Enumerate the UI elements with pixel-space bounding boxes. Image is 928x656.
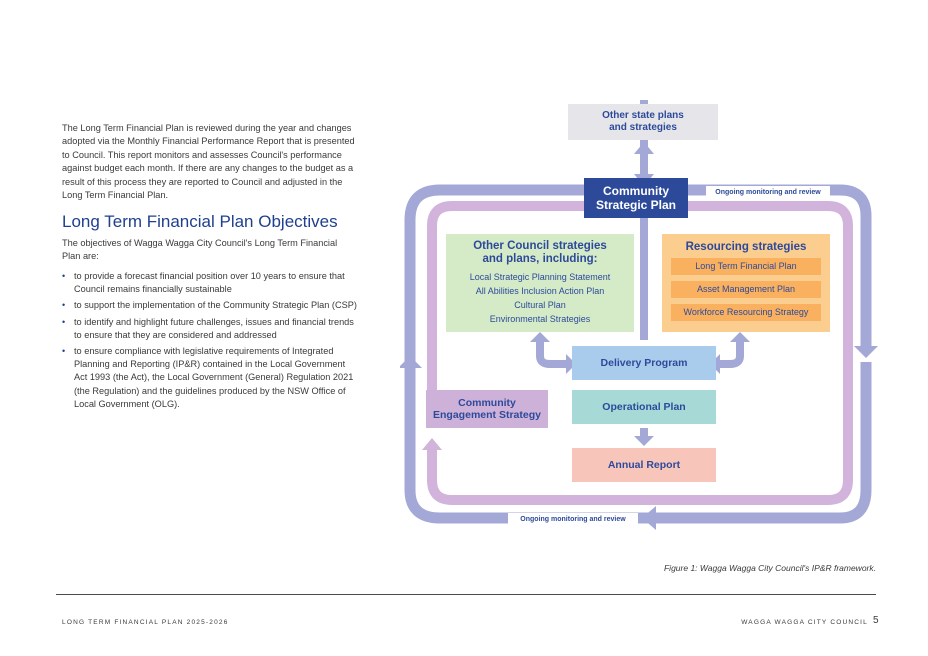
- left-curve-head-up: [530, 332, 550, 342]
- right-curve-head-up: [730, 332, 750, 342]
- left-curve-arrow: [536, 338, 568, 368]
- bullet-icon: •: [62, 346, 66, 357]
- inner-loop-right: [427, 201, 853, 505]
- section-heading: Long Term Financial Plan Objectives: [62, 212, 338, 231]
- figure-caption: Figure 1: Wagga Wagga City Council's IP&…: [663, 563, 876, 573]
- inner-loop-top: [427, 201, 588, 390]
- outer-loop-right-top: [688, 184, 872, 346]
- resourcing-item: Workforce Resourcing Strategy: [671, 304, 821, 321]
- csp-box: Community Strategic Plan: [584, 178, 688, 218]
- delivery-program-box: Delivery Program: [572, 346, 716, 380]
- outer-arrowhead-left: [642, 506, 656, 530]
- state-plans-box: Other state plans and strategies: [568, 104, 718, 140]
- annual-report-box: Annual Report: [572, 448, 716, 482]
- framework-arrows: [400, 100, 878, 530]
- monitoring-label-top: Ongoing monitoring and review: [706, 186, 830, 198]
- list-item: •to support the implementation of the Co…: [62, 299, 357, 312]
- bullet-icon: •: [62, 316, 66, 327]
- engagement-strategy-box: Community Engagement Strategy: [426, 390, 548, 428]
- outer-loop-arrow: [404, 184, 872, 524]
- bullet-icon: •: [62, 300, 66, 311]
- outer-arrowhead-up: [400, 356, 422, 368]
- other-council-box: Other Council strategies and plans, incl…: [446, 234, 634, 332]
- ipr-framework-diagram: Other state plans and strategies Communi…: [400, 100, 880, 530]
- page-number: 5: [873, 615, 879, 626]
- annual-arrow-down: [634, 436, 654, 446]
- resourcing-item: Long Term Financial Plan: [671, 258, 821, 275]
- monitoring-label-bottom: Ongoing monitoring and review: [508, 513, 638, 525]
- objectives-list: •to provide a forecast financial positio…: [62, 270, 357, 414]
- left-curve-head-right: [566, 354, 576, 374]
- objectives-intro: The objectives of Wagga Wagga City Counc…: [62, 238, 338, 262]
- bullet-icon: •: [62, 271, 66, 281]
- outer-arrowhead-down: [854, 346, 878, 358]
- footer-divider: [56, 594, 876, 595]
- intro-paragraph: The Long Term Financial Plan is reviewed…: [62, 123, 355, 201]
- list-item: •to provide a forecast financial positio…: [62, 271, 345, 295]
- resourcing-item: Asset Management Plan: [671, 281, 821, 298]
- footer-document-title: LONG TERM FINANCIAL PLAN 2025-2026: [62, 619, 229, 626]
- footer-organisation: WAGGA WAGGA CITY COUNCIL: [741, 619, 868, 626]
- list-item: •to ensure compliance with legislative r…: [62, 346, 354, 409]
- operational-plan-box: Operational Plan: [572, 390, 716, 424]
- list-item: •to identify and highlight future challe…: [62, 316, 354, 340]
- right-curve-arrow: [718, 338, 744, 368]
- inner-arrowhead-up: [422, 438, 442, 450]
- resourcing-box: Resourcing strategies Long Term Financia…: [662, 234, 830, 332]
